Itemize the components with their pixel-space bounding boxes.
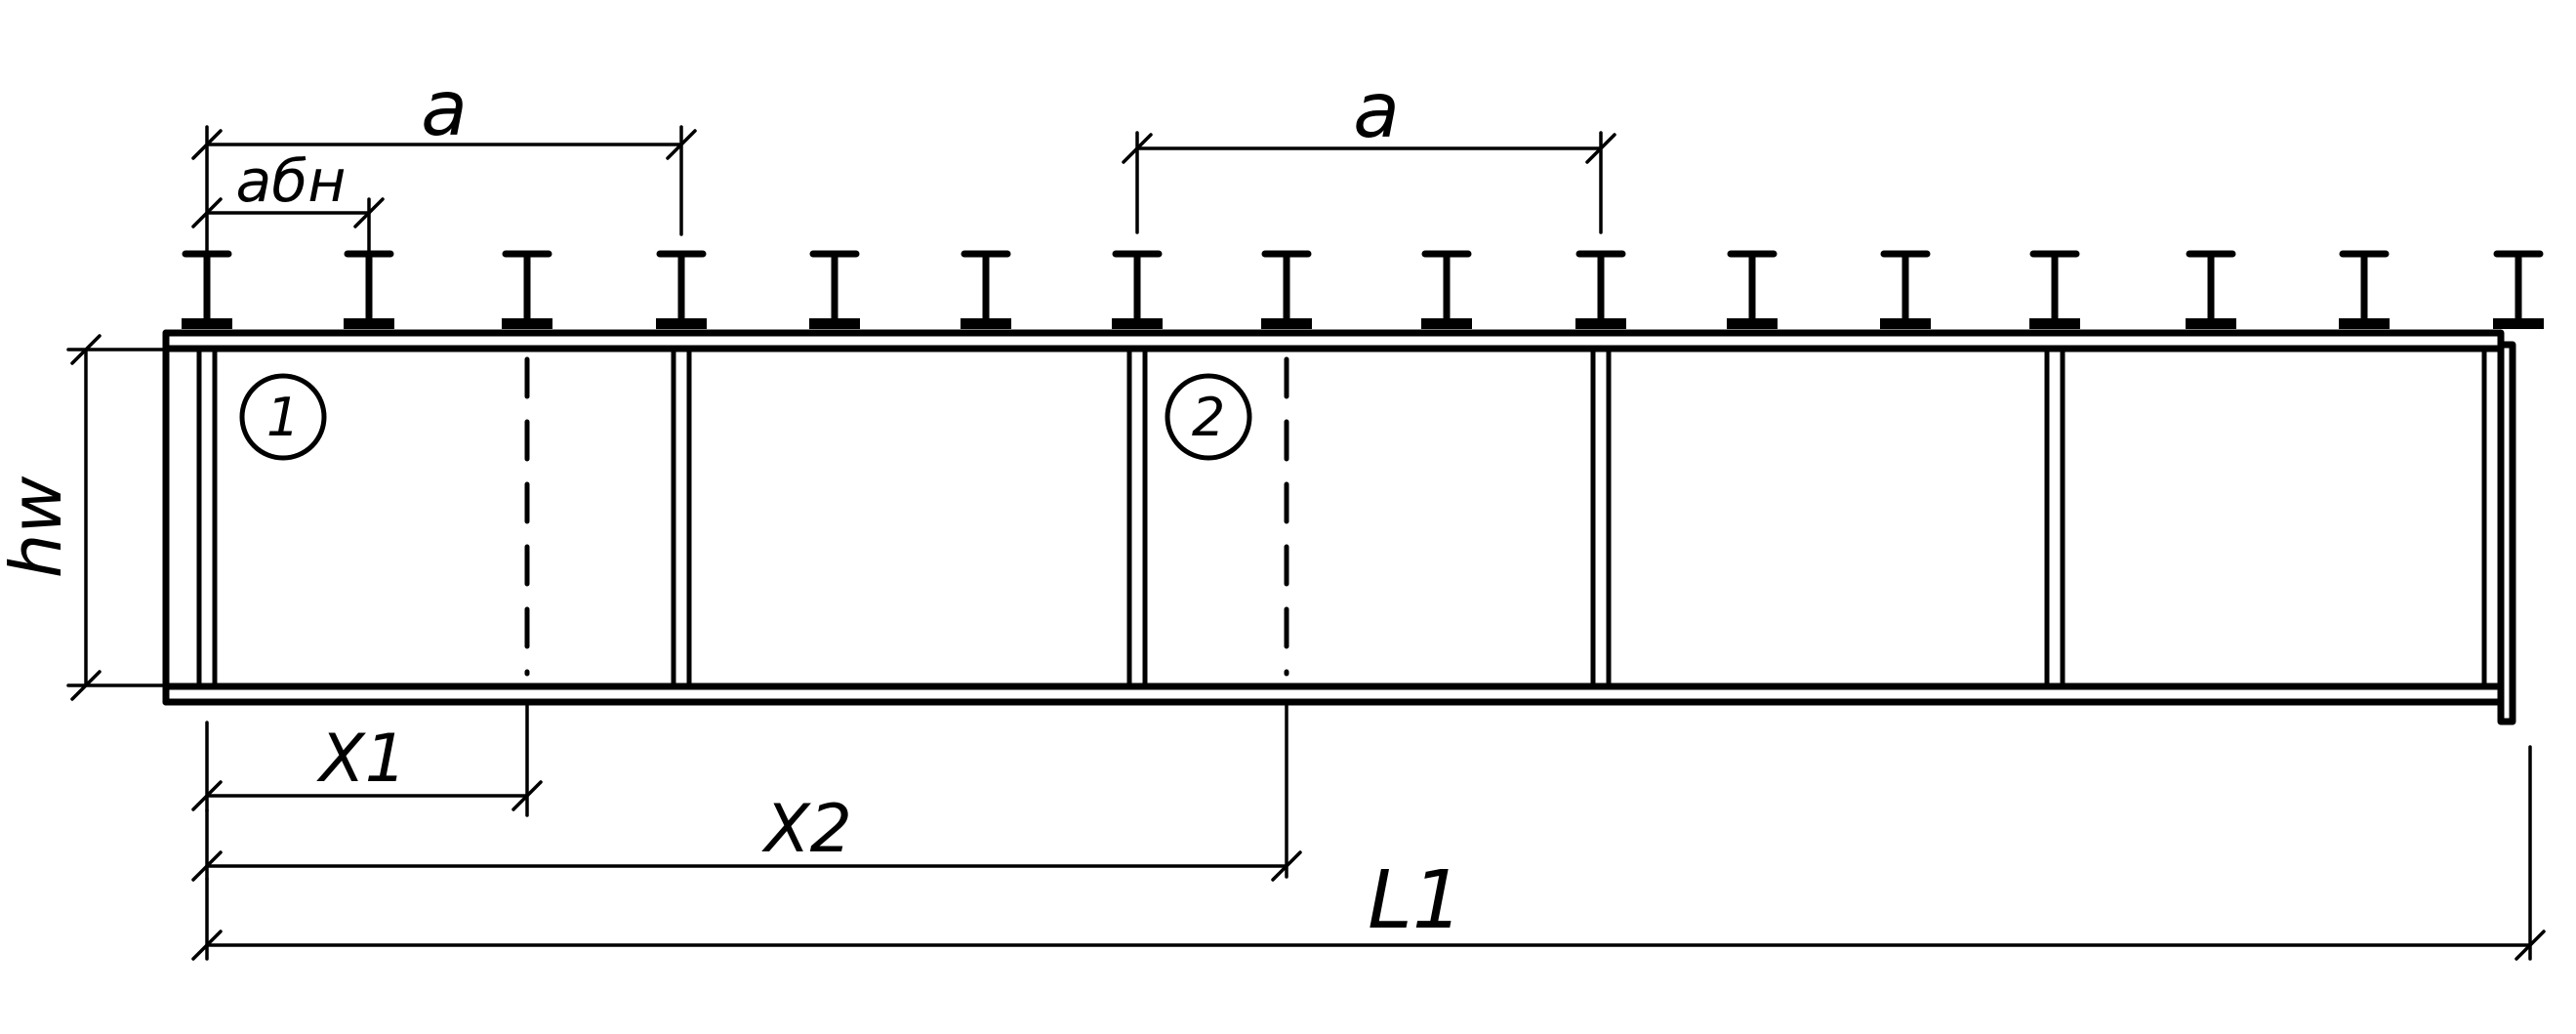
floor-beam <box>502 250 552 329</box>
floor-beam <box>344 250 394 329</box>
dimension-x2-label: X2 <box>761 791 852 868</box>
stiffener <box>2481 346 2503 689</box>
dimension-a-right: a <box>1122 67 1616 234</box>
stiffeners <box>196 346 2503 689</box>
dimension-l1-label: L1 <box>1368 854 1463 947</box>
stiffener <box>2044 346 2065 689</box>
dimension-x2: X2 <box>191 791 1302 882</box>
floor-beam <box>2339 250 2390 329</box>
section-marker-2: 2 <box>1165 373 1252 461</box>
floor-beam <box>182 250 232 329</box>
beam-body <box>162 329 2516 725</box>
floor-beam <box>1261 250 1312 329</box>
bottom-flange <box>162 682 2505 706</box>
floor-beam <box>2493 250 2544 329</box>
floor-beam <box>1421 250 1472 329</box>
section-marker-1: 1 <box>239 373 327 461</box>
section-marker-2-label: 2 <box>1192 387 1225 448</box>
stiffener <box>196 346 218 689</box>
floor-beam <box>656 250 707 329</box>
dimension-a-right-label: a <box>1353 67 1400 155</box>
floor-beam <box>2186 250 2236 329</box>
floor-beams <box>182 250 2544 329</box>
dimension-a-left-label: a <box>421 65 468 153</box>
dimension-hw: hw <box>0 334 166 701</box>
floor-beam <box>2029 250 2080 329</box>
floor-beam <box>1727 250 1778 329</box>
floor-beam <box>1575 250 1626 329</box>
dimension-l1: L1 <box>191 745 2546 961</box>
stiffener <box>671 346 692 689</box>
floor-beam <box>809 250 860 329</box>
stiffener <box>1590 346 1612 689</box>
top-flange <box>162 329 2505 352</box>
dimension-a-left: a <box>191 65 697 258</box>
floor-beam <box>1880 250 1931 329</box>
section-marker-1-label: 1 <box>266 387 300 448</box>
dimension-x1: X1 <box>191 721 543 812</box>
dimension-x1-label: X1 <box>316 721 407 798</box>
end-plate <box>2497 341 2516 725</box>
dimension-a-first-panel-label: aбн <box>236 147 347 216</box>
floor-beam <box>961 250 1011 329</box>
stiffener <box>1126 346 1148 689</box>
dimension-hw-label: hw <box>0 476 77 579</box>
dimension-a-first-panel: aбн <box>191 147 385 254</box>
floor-beam <box>1112 250 1163 329</box>
